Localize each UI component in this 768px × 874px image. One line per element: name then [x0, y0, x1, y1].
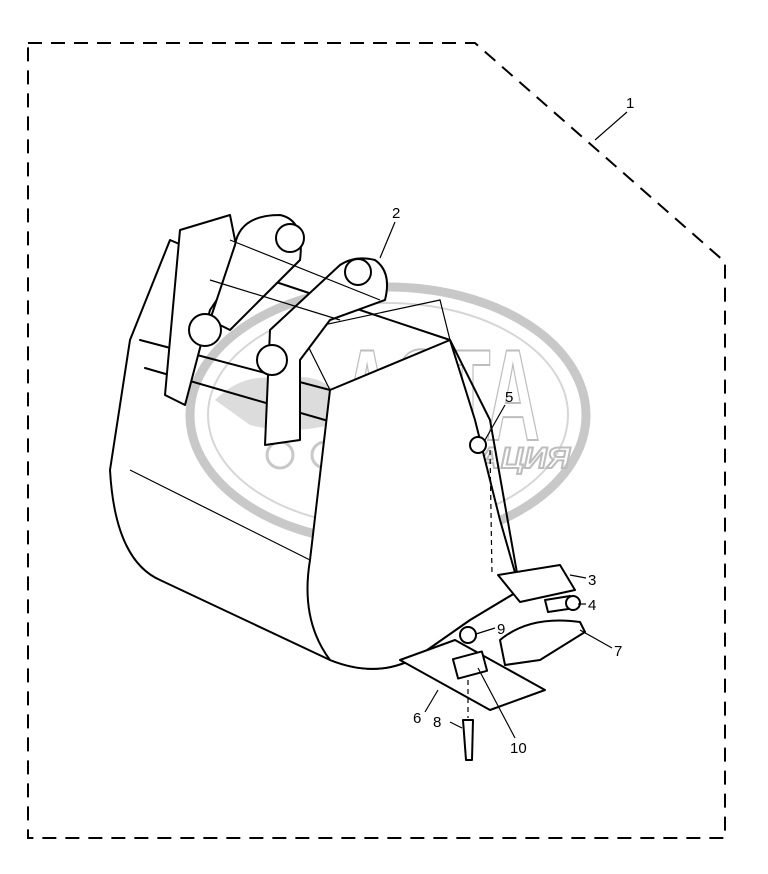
- nut: [459, 626, 477, 644]
- callout-6: 6: [413, 710, 421, 727]
- callout-5: 5: [505, 389, 513, 406]
- pin: [462, 719, 474, 761]
- leader-lines: [379, 111, 628, 739]
- callout-9: 9: [497, 621, 505, 638]
- bucket: [109, 214, 521, 670]
- callout-4: 4: [588, 597, 596, 614]
- tooth: [499, 619, 586, 666]
- parts: [399, 436, 586, 761]
- plate: [451, 650, 489, 680]
- callout-1: 1: [626, 95, 634, 112]
- callout-8: 8: [433, 714, 441, 731]
- callout-7: 7: [614, 643, 622, 660]
- kit-boundary: [27, 42, 726, 839]
- side-cutter: [497, 564, 576, 603]
- callout-3: 3: [588, 572, 596, 589]
- nut-5: [469, 436, 487, 454]
- callout-10: 10: [510, 740, 527, 757]
- callout-2: 2: [392, 205, 400, 222]
